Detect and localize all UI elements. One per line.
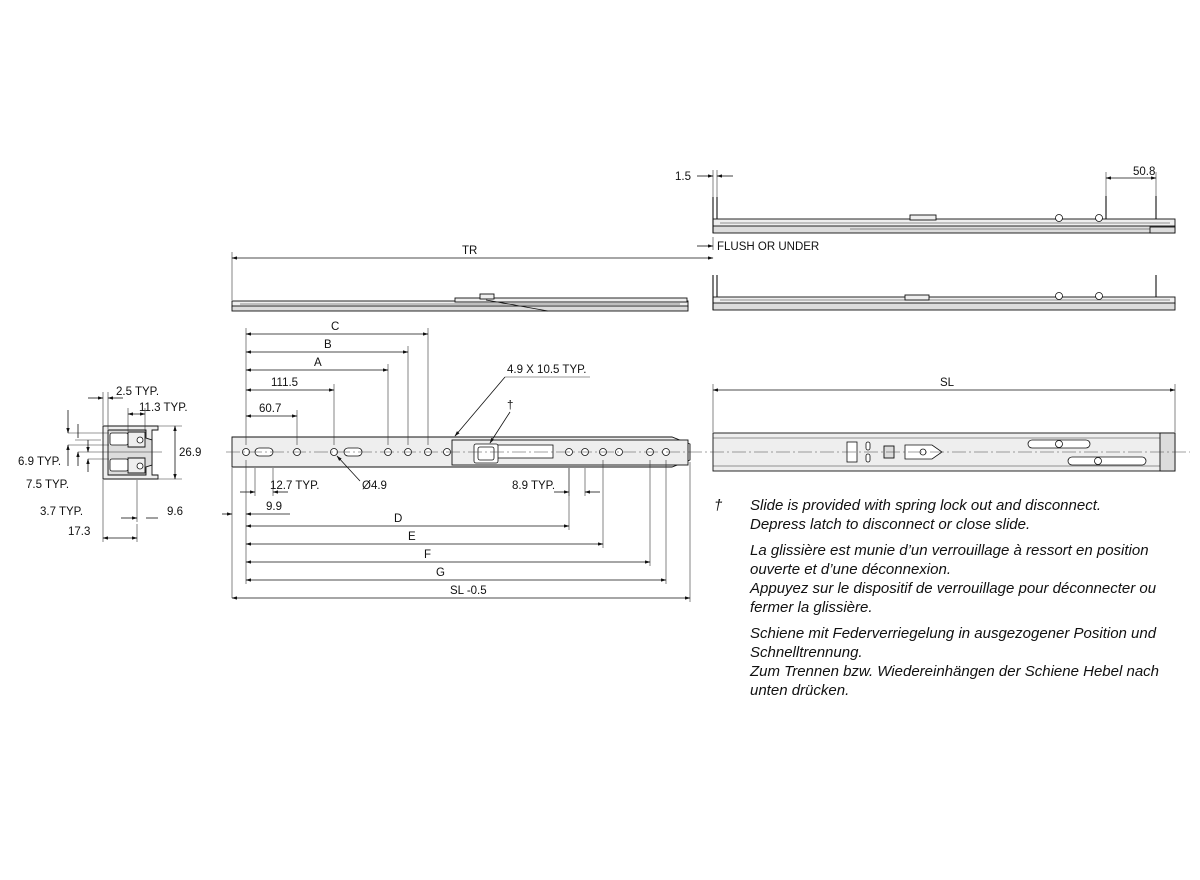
label-50-8: 50.8 [1133, 166, 1155, 178]
note-french: La glissière est munie d’un verrouillage… [750, 541, 1184, 617]
label-1-5: 1.5 [675, 171, 691, 183]
dim-b: B [245, 339, 409, 445]
label-9-6: 9.6 [167, 506, 183, 518]
label-6-9-typ: 6.9 TYP. [18, 456, 61, 468]
dim-c: C [245, 321, 429, 445]
dim-hole-diameter: Ø4.9 [336, 455, 387, 492]
label-7-5-typ: 7.5 TYP. [26, 479, 69, 491]
dim-111-5: 111.5 [245, 377, 335, 445]
label-tr: TR [462, 245, 477, 257]
label-60-7: 60.7 [259, 403, 281, 415]
extended-slide-view [231, 275, 1176, 312]
label-2-5-typ: 2.5 TYP. [116, 386, 159, 398]
label-3-7-typ: 3.7 TYP. [40, 506, 83, 518]
label-12-7: 12.7 TYP. [270, 480, 319, 492]
dim-sl: SL [712, 377, 1176, 432]
label-111-5: 111.5 [271, 377, 298, 389]
label-a: A [314, 357, 322, 369]
label-17-3: 17.3 [68, 526, 90, 538]
dim-e: E [245, 460, 604, 548]
dim-f: F [245, 460, 651, 566]
label-11-3-typ: 11.3 TYP. [139, 402, 188, 414]
dim-a: A [245, 357, 389, 445]
member-side-view [226, 432, 1190, 472]
label-9-9: 9.9 [266, 501, 282, 513]
latch-mark: † [489, 400, 513, 444]
note-de-1: Schiene mit Federverriegelung in ausgezo… [750, 625, 1157, 661]
label-flush-or-under: FLUSH OR UNDER [717, 241, 819, 253]
note-english: Slide is provided with spring lock out a… [750, 496, 1184, 534]
note-fr-1: La glissière est munie d’un verrouillage… [750, 542, 1149, 578]
dim-slot: 4.9 X 10.5 TYP. [454, 364, 590, 437]
label-26-9: 26.9 [179, 447, 201, 459]
note-german: Schiene mit Federverriegelung in ausgezo… [750, 624, 1184, 700]
label-d: D [394, 513, 402, 525]
label-sl: SL [940, 377, 955, 389]
dim-1-5: 1.5 [675, 170, 733, 197]
section-dims: 2.5 TYP. 11.3 TYP. 26.9 6.9 TYP. 7.5 TYP… [18, 386, 201, 542]
label-slot: 4.9 X 10.5 TYP. [507, 364, 587, 376]
dim-50-8: 50.8 [1105, 166, 1157, 196]
cross-section-view [98, 425, 162, 480]
dim-tr: TR [231, 245, 714, 300]
label-g: G [436, 567, 445, 579]
dim-60-7: 60.7 [245, 403, 298, 445]
label-dagger: † [507, 400, 513, 412]
label-f: F [424, 549, 431, 561]
dim-sl-minus: SL -0.5 [231, 462, 691, 602]
notes-block: † Slide is provided with spring lock out… [714, 496, 1184, 707]
dim-12-7: 12.7 TYP. [240, 468, 319, 496]
closed-slide-view [712, 196, 1176, 234]
dim-8-9: 8.9 TYP. [512, 468, 600, 496]
note-de-2: Zum Trennen bzw. Wiedereinhängen der Sch… [750, 663, 1159, 699]
label-8-9: 8.9 TYP. [512, 480, 555, 492]
dim-9-9: 9.9 [222, 468, 290, 598]
dim-g: G [245, 460, 667, 584]
label-hole-diameter: Ø4.9 [362, 480, 387, 492]
label-e: E [408, 531, 416, 543]
note-fr-2: Appuyez sur le dispositif de verrouillag… [750, 580, 1157, 616]
dim-d: D [245, 460, 570, 584]
label-sl-minus: SL -0.5 [450, 585, 487, 597]
flush-or-under-note: FLUSH OR UNDER [697, 237, 819, 253]
notes-dagger: † [714, 497, 723, 514]
label-b: B [324, 339, 332, 351]
note-en-2: Depress latch to disconnect or close sli… [750, 516, 1031, 533]
note-en-1: Slide is provided with spring lock out a… [750, 497, 1102, 514]
label-c: C [331, 321, 339, 333]
